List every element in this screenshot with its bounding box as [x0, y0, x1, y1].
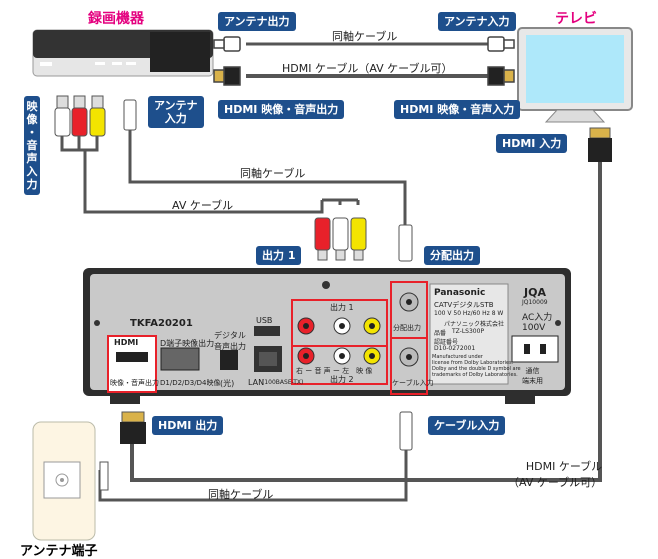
- panel-lan-spec: (100BASE-TX): [262, 379, 304, 386]
- panel-cert-label: 認証番号: [434, 339, 459, 346]
- panel-ac-in: AC入力 100V: [522, 313, 553, 333]
- panel-out2: 出力 2: [330, 375, 354, 384]
- panel-jqa: JQA: [524, 286, 546, 299]
- label-hdmi-bottom: HDMI ケーブル （AV ケーブル可）: [508, 460, 603, 489]
- recorder-title: 録画機器: [88, 11, 144, 27]
- panel-cable-label: ケーブル入力: [392, 379, 434, 387]
- recorder-av-plugs: [54, 95, 137, 137]
- panel-model-label: 品番: [434, 330, 447, 337]
- panel-digital-audio: デジタル 音声出力: [214, 331, 246, 351]
- badge-hdmi-av-out: HDMI 映像・音声出力: [218, 100, 345, 119]
- badge-hdmi-av-in: HDMI 映像・音声入力: [394, 100, 521, 119]
- panel-jqa-code: JQ10009: [522, 299, 548, 306]
- panel-ratings: 100 V 50 Hz/60 Hz 8 W: [434, 310, 504, 317]
- panel-hdmi-logo: HDMI: [114, 338, 139, 347]
- badge-hdmi-in: HDMI 入力: [496, 134, 568, 153]
- label-coax-top: 同軸ケーブル: [332, 30, 398, 43]
- label-coax-bottom: 同軸ケーブル: [208, 488, 274, 501]
- top-connectors: [213, 36, 515, 86]
- badge-hdmi-out: HDMI 出力: [152, 416, 224, 435]
- panel-split-label: 分配出力: [393, 324, 421, 332]
- panel-cert: D10-0272001: [434, 345, 476, 352]
- panel-usb: USB: [256, 316, 273, 325]
- cable-in-plug: [399, 411, 413, 451]
- badge-recorder-av-in: 映像・音声入力: [24, 96, 40, 195]
- panel-channels: 右 ー 音 声 ー 左 映 像: [296, 367, 373, 375]
- panel-out1: 出力 1: [330, 303, 354, 312]
- panel-brand: Panasonic: [434, 288, 486, 298]
- stb-box: [83, 268, 571, 404]
- tv-title: テレビ: [555, 11, 597, 27]
- panel-model-code: TKFA20201: [130, 318, 193, 329]
- panel-dolby: Manufactured under license from Dolby La…: [432, 354, 521, 378]
- badge-out1: 出力 1: [256, 246, 302, 265]
- panel-hdmi-port-label: 映像・音声出力: [110, 379, 159, 387]
- label-hdmi-top: HDMI ケーブル（AV ケーブル可）: [282, 62, 453, 75]
- antenna-outlet: [32, 421, 109, 541]
- recorder-device: [32, 29, 214, 77]
- panel-model: TZ-LS300P: [452, 328, 485, 335]
- panel-lan: LAN: [248, 378, 265, 387]
- antenna-outlet-title: アンテナ端子: [20, 544, 98, 559]
- badge-split-out: 分配出力: [424, 246, 480, 265]
- badge-antenna-in-tv: アンテナ入力: [438, 12, 516, 31]
- stb-hdmi-plug: [120, 411, 146, 444]
- panel-d-modes: D1/D2/D3/D4映像: [160, 379, 221, 387]
- panel-optical: (光): [220, 379, 235, 388]
- panel-power-label: 通信 端末用: [522, 367, 543, 385]
- badge-recorder-antenna-in: アンテナ 入力: [148, 96, 204, 128]
- panel-product: CATVデジタルSTB: [434, 301, 494, 309]
- tv-hdmi-plug: [588, 127, 612, 162]
- panel-d-terminal: D端子映像出力: [160, 339, 215, 348]
- label-coax-mid: 同軸ケーブル: [240, 167, 306, 180]
- badge-antenna-out: アンテナ出力: [218, 12, 296, 31]
- label-av-cable: AV ケーブル: [172, 199, 234, 212]
- badge-cable-in: ケーブル入力: [428, 416, 506, 435]
- panel-maker: パナソニック株式会社: [444, 321, 505, 328]
- tv-device: [517, 27, 633, 123]
- out1-av-plugs: [314, 217, 413, 262]
